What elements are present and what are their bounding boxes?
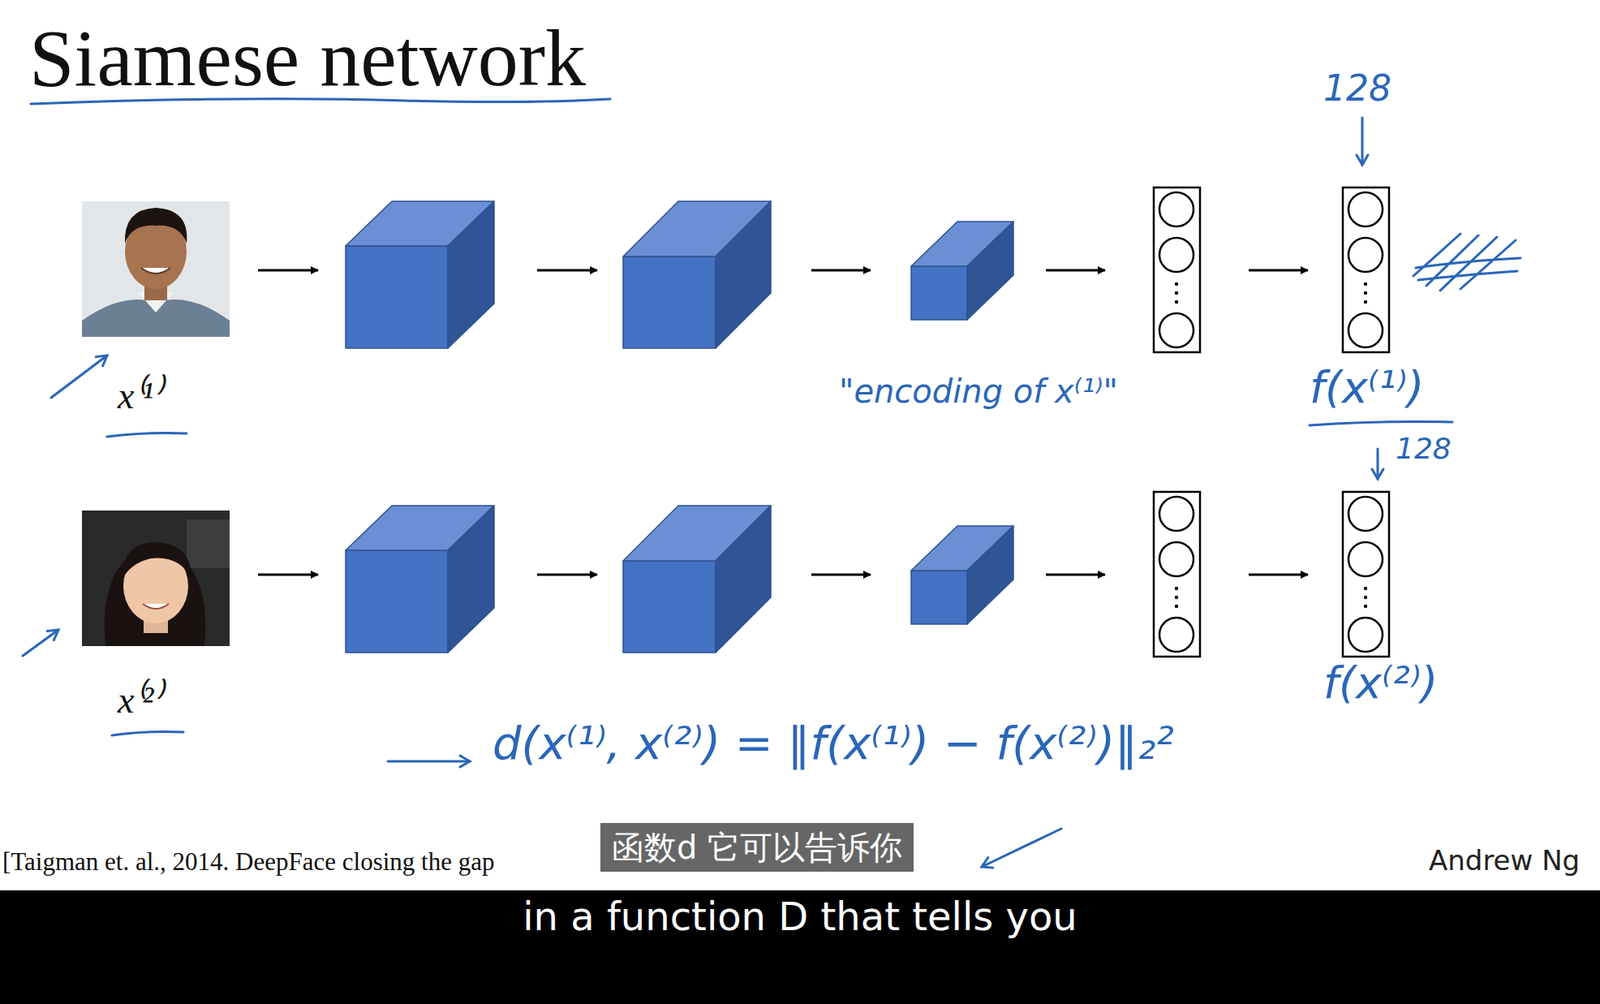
distance-formula: d(x⁽¹⁾, x⁽²⁾) = ‖f(x⁽¹⁾) − f(x⁽²⁾)‖₂² xyxy=(492,717,1175,770)
network-row xyxy=(258,187,1390,353)
subtitle-text: 函数d 它可以告诉你 xyxy=(611,827,903,867)
subtitle-text: in a function D that tells you xyxy=(0,893,1600,941)
input-label: x⁽¹⁾ xyxy=(117,374,162,418)
pen-annotations xyxy=(22,98,1521,867)
dimension-note: 128 xyxy=(1395,431,1452,465)
network-row xyxy=(258,491,1390,657)
face-photo xyxy=(81,201,230,337)
function-label: f(x⁽²⁾) xyxy=(1323,658,1438,709)
subtitle-box: 函数d 它可以告诉你 xyxy=(600,822,914,872)
function-label: f(x⁽¹⁾) xyxy=(1309,362,1424,413)
face-photo xyxy=(81,510,230,646)
encoding-note: "encoding of x⁽¹⁾" xyxy=(838,372,1119,410)
author-name: Andrew Ng xyxy=(1428,844,1580,877)
slide-title: Siamese network xyxy=(29,11,586,105)
citation: [Taigman et. al., 2014. DeepFace closing… xyxy=(2,847,495,877)
input-label: x⁽²⁾ xyxy=(117,679,162,723)
dimension-note: 128 xyxy=(1323,68,1392,110)
subtitle-band: in a function D that tells you xyxy=(0,890,1600,1004)
